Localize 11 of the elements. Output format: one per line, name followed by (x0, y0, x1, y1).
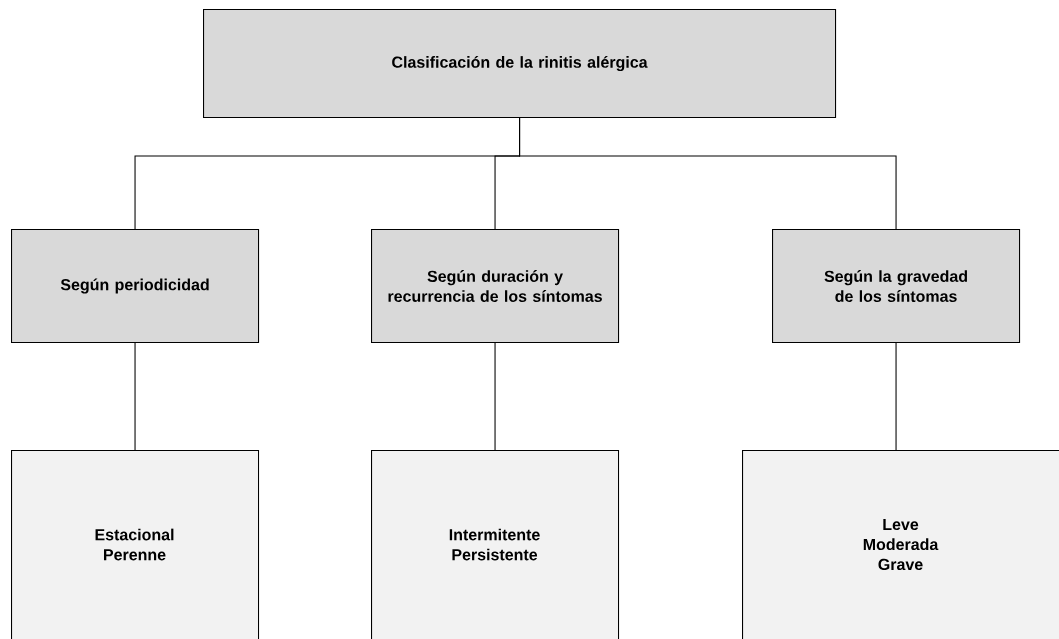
item-box: Leve Moderada Grave (742, 450, 1059, 639)
item-box: Intermitente Persistente (371, 450, 620, 639)
connector-line (895, 342, 897, 451)
connector-line (519, 117, 897, 230)
category-box: Según periodicidad (11, 229, 260, 344)
connector-line (134, 342, 136, 451)
item-box: Estacional Perenne (11, 450, 260, 639)
category-box: Según la gravedad de los síntomas (772, 229, 1021, 344)
heading-box: Clasificación de la rinitis alérgica (203, 9, 837, 119)
category-box: Según duración y recurrencia de los síntomas (371, 229, 620, 344)
connector-line (494, 342, 496, 451)
